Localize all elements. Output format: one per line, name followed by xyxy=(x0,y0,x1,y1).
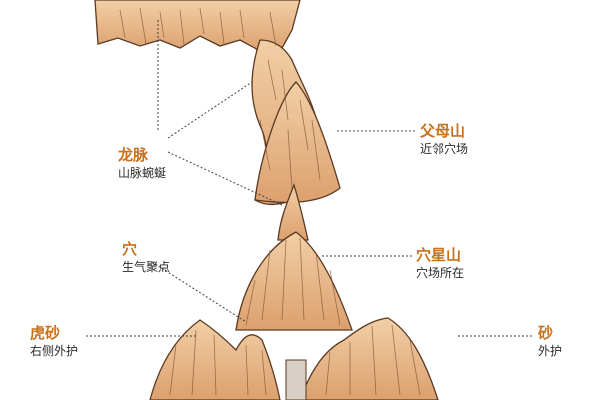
label-husha: 虎砂 右侧外护 xyxy=(30,324,78,358)
label-xue-title: 穴 xyxy=(122,240,138,258)
connecting-ridge xyxy=(277,183,309,241)
right-sand-hills xyxy=(299,317,439,400)
xuexing-mountain xyxy=(235,231,353,331)
label-xuexingshan: 穴星山 穴场所在 xyxy=(416,246,464,280)
label-xue-sub: 生气聚点 xyxy=(122,260,171,274)
label-husha-title: 虎砂 xyxy=(30,324,61,342)
label-fumushan-sub: 近邻穴场 xyxy=(420,142,469,156)
label-husha-sub: 右侧外护 xyxy=(30,344,79,358)
tomb-stone xyxy=(285,359,307,400)
label-sha-title: 砂 xyxy=(538,324,554,342)
mountain-texture xyxy=(119,7,421,396)
label-longmai: 龙脉 山脉蜿蜒 xyxy=(118,146,166,180)
label-xue: 穴 生气聚点 xyxy=(122,240,170,274)
leader-longmai-2 xyxy=(167,151,283,206)
label-sha: 砂 外护 xyxy=(538,324,562,358)
label-xuexingshan-title: 穴星山 xyxy=(416,246,462,264)
leader-lines xyxy=(86,20,532,337)
leader-xue xyxy=(151,261,247,323)
top-ridge xyxy=(94,0,301,53)
label-longmai-sub: 山脉蜿蜒 xyxy=(118,166,167,180)
label-xuexingshan-sub: 穴场所在 xyxy=(416,266,465,280)
label-fumushan-title: 父母山 xyxy=(420,122,466,140)
label-sha-sub: 外护 xyxy=(538,344,563,358)
leader-longmai-1 xyxy=(167,81,253,139)
label-longmai-title: 龙脉 xyxy=(118,146,149,164)
label-fumushan: 父母山 近邻穴场 xyxy=(420,122,468,156)
